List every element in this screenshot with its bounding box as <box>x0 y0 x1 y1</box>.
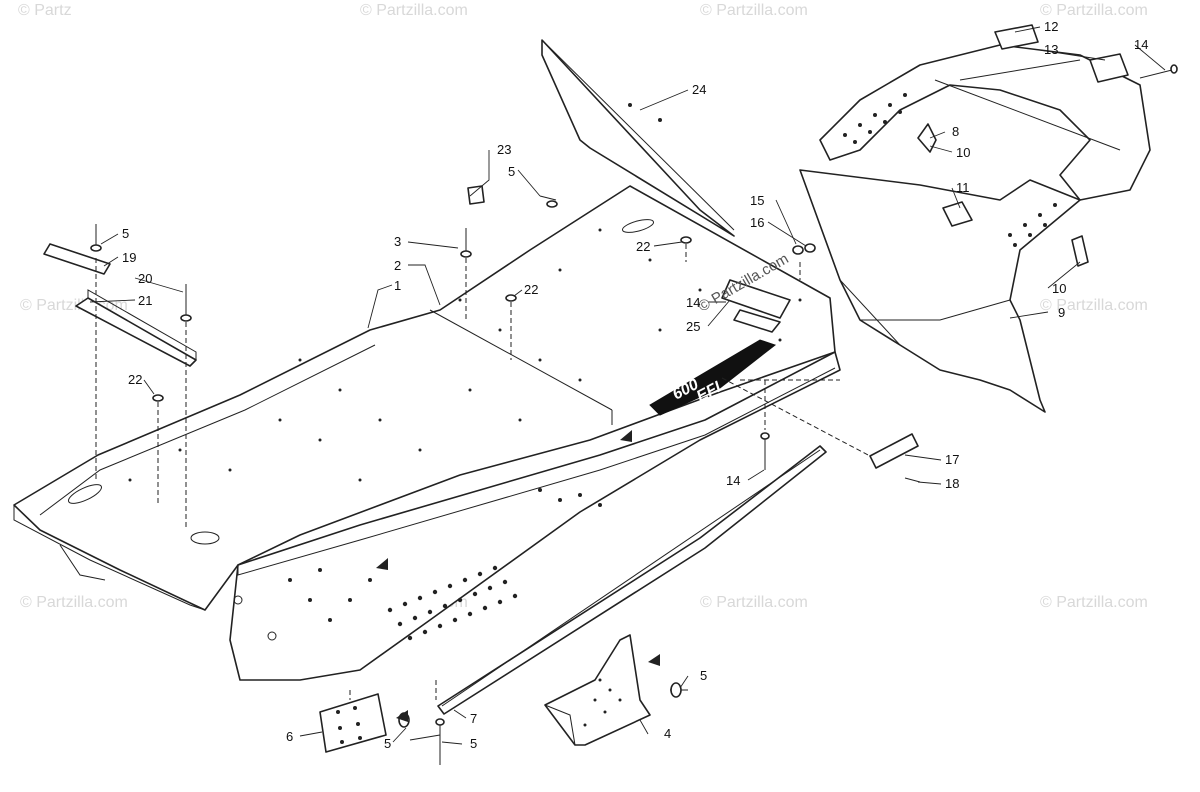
callout-7: 7 <box>470 711 477 726</box>
callout-5: 5 <box>508 164 515 179</box>
callout-10: 10 <box>956 145 970 160</box>
watermark: © Partzilla.com <box>1040 594 1148 611</box>
clip-10-lower <box>1071 235 1089 267</box>
assembly-lines <box>95 244 871 700</box>
callout-5: 5 <box>700 668 707 683</box>
rail-strip-7 <box>437 445 827 715</box>
leader-lines <box>89 26 1166 745</box>
tunnel-part-1 <box>13 185 841 681</box>
callout-5: 5 <box>122 226 129 241</box>
callout-19: 19 <box>122 250 136 265</box>
callout-22: 22 <box>128 372 142 387</box>
callout-18: 18 <box>945 476 959 491</box>
hole-grid <box>288 488 602 641</box>
step-grip-right <box>1008 203 1057 247</box>
decal-13 <box>1089 53 1129 83</box>
watermark: © Partz <box>18 2 72 19</box>
callout-5: 5 <box>384 736 391 751</box>
clip-11 <box>942 201 973 227</box>
watermark: © Partzilla.com <box>20 594 128 611</box>
arrow-marker <box>620 430 632 442</box>
plate-6 <box>319 693 387 753</box>
emblem-25: 600 EFI <box>649 279 791 416</box>
callout-6: 6 <box>286 729 293 744</box>
watermark: © Partzilla.com <box>360 2 468 19</box>
fasteners <box>90 64 1178 765</box>
callout-12: 12 <box>1044 19 1058 34</box>
callout-labels: 1 2 3 4 5 5 5 5 5 6 7 8 9 10 10 11 12 13… <box>122 19 1148 751</box>
callout-9: 9 <box>1058 305 1065 320</box>
callout-23: 23 <box>497 142 511 157</box>
callout-15: 15 <box>750 193 764 208</box>
callout-14: 14 <box>1134 37 1148 52</box>
watermark: © Partzilla.com <box>1040 297 1148 314</box>
clip-10-upper <box>917 123 937 153</box>
watermark: © Partzilla.com <box>700 2 808 19</box>
decal-12 <box>994 24 1039 50</box>
rear-bumper-8 <box>819 44 1151 201</box>
callout-21: 21 <box>138 293 152 308</box>
callout-22: 22 <box>636 239 650 254</box>
callout-11: 11 <box>956 180 970 195</box>
watermark: © Partzilla.com <box>700 594 808 611</box>
callout-4: 4 <box>664 726 671 741</box>
step-grip <box>843 93 907 144</box>
callout-14: 14 <box>686 295 700 310</box>
bracket-4 <box>544 634 651 746</box>
callout-10: 10 <box>1052 281 1066 296</box>
rear-skirt-9 <box>799 169 1081 413</box>
callout-5: 5 <box>470 736 477 751</box>
hole-pattern <box>128 228 802 482</box>
strap-19 <box>43 243 111 275</box>
callout-8: 8 <box>952 124 959 139</box>
callout-14: 14 <box>726 473 740 488</box>
callout-22: 22 <box>524 282 538 297</box>
callout-16: 16 <box>750 215 764 230</box>
watermark: © Partzilla.com <box>1040 2 1148 19</box>
callout-17: 17 <box>945 452 959 467</box>
bracket-21 <box>75 289 197 367</box>
callout-3: 3 <box>394 234 401 249</box>
callout-20: 20 <box>138 271 152 286</box>
callout-13: 13 <box>1044 42 1058 57</box>
arrow-marker <box>376 558 388 570</box>
callout-2: 2 <box>394 258 401 273</box>
callout-25: 25 <box>686 319 700 334</box>
callout-1: 1 <box>394 278 401 293</box>
snow-flap-24 <box>541 39 735 237</box>
callout-24: 24 <box>692 82 706 97</box>
decal-23 <box>467 185 485 205</box>
